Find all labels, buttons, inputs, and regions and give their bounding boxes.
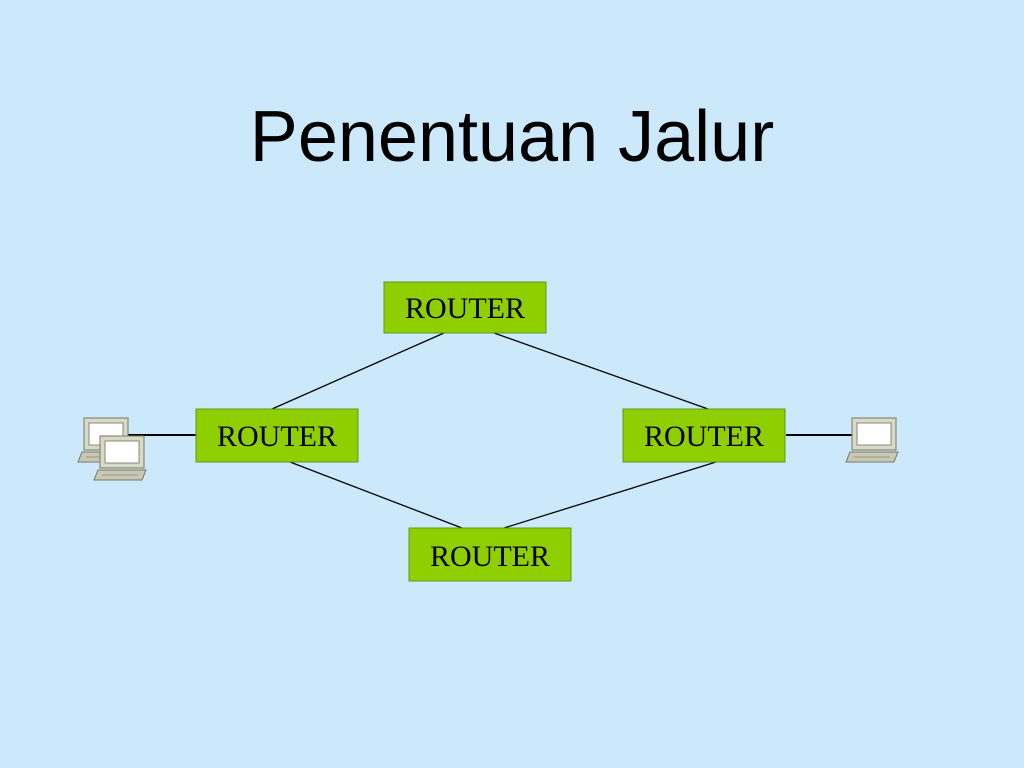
link-right-bottom bbox=[503, 461, 717, 529]
router-top-label: ROUTER bbox=[405, 292, 525, 325]
router-left-label: ROUTER bbox=[217, 420, 337, 453]
computer-icon bbox=[93, 435, 147, 481]
link-top-right bbox=[493, 332, 709, 410]
router-right-label: ROUTER bbox=[644, 420, 764, 453]
router-top-box bbox=[383, 281, 547, 334]
router-bottom: ROUTER bbox=[408, 527, 572, 582]
router-bottom-label: ROUTER bbox=[430, 540, 550, 573]
router-top: ROUTER bbox=[383, 281, 547, 334]
computer-icon bbox=[845, 417, 899, 463]
router-right: ROUTER bbox=[622, 408, 786, 463]
router-left: ROUTER bbox=[195, 408, 359, 463]
slide-title: Penentuan Jalur bbox=[249, 97, 775, 177]
router-left-box bbox=[195, 408, 359, 463]
left-hosts-icon bbox=[77, 417, 147, 481]
router-right-box bbox=[622, 408, 786, 463]
router-bottom-box bbox=[408, 527, 572, 582]
link-left-bottom bbox=[289, 461, 463, 529]
link-top-left bbox=[271, 332, 445, 410]
